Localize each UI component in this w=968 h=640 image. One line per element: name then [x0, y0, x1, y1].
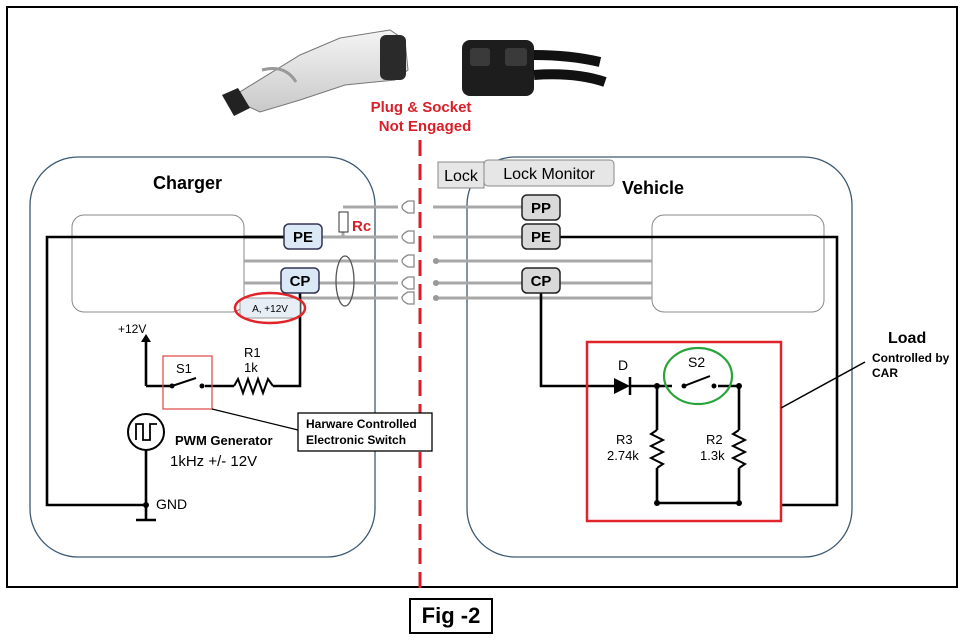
charger-title: Charger: [153, 173, 222, 193]
callout-line2: Electronic Switch: [306, 433, 406, 447]
charger-plug-image: [222, 29, 409, 116]
vehicle-pin-pe: [521, 223, 561, 250]
r1-name: R1: [244, 345, 261, 360]
rc-label: Rc: [352, 218, 371, 235]
r1-value: 1k: [244, 360, 258, 375]
r1-resistor-icon: [233, 376, 274, 396]
load-subtitle-line2: CAR: [872, 366, 898, 380]
s2-switch-icon: [683, 375, 711, 387]
svg-text:PE: PE: [531, 229, 551, 246]
s2-highlight-circle: [662, 346, 734, 406]
supply-arrow-icon: [141, 334, 151, 342]
charger-pin-cp: [280, 267, 320, 294]
supply-label: +12V: [118, 322, 146, 336]
r3-value: 2.74k: [607, 448, 639, 463]
svg-text:PP: PP: [531, 200, 551, 217]
r3-resistor-icon: [648, 429, 666, 469]
callout-line1: Harware Controlled: [306, 417, 417, 431]
boundary-label-line1: Plug & Socket: [371, 99, 472, 116]
svg-text:PE: PE: [293, 229, 313, 246]
s1-box: [162, 355, 213, 410]
svg-text:CP: CP: [531, 273, 552, 290]
r2-name: R2: [706, 432, 723, 447]
diode-icon: [614, 378, 630, 394]
vehicle-pin-contacts: [433, 258, 439, 301]
lock-monitor-label: Lock Monitor: [503, 166, 595, 183]
s1-label: S1: [176, 361, 192, 376]
r3-name: R3: [616, 432, 633, 447]
vehicle-socket-image: [462, 40, 607, 96]
pwm-spec: 1kHz +/- 12V: [170, 453, 257, 470]
circuit-wires: [45, 235, 839, 522]
pwm-name: PWM Generator: [175, 433, 273, 448]
state-highlight-circle: [233, 291, 307, 325]
pwm-generator-icon: [127, 413, 165, 451]
figure-caption: Fig -2: [409, 598, 493, 634]
s2-label: S2: [688, 354, 705, 370]
load-title: Load: [888, 330, 926, 347]
lock-tab[interactable]: [437, 161, 485, 189]
load-box: [585, 340, 783, 523]
charger-pin-pe: [283, 223, 323, 250]
rc-resistor: [338, 211, 349, 233]
load-subtitle-line1: Controlled by: [872, 351, 950, 365]
diode-label: D: [618, 357, 628, 373]
charger-inner-block: [71, 214, 245, 313]
r2-value: 1.3k: [700, 448, 725, 463]
state-badge: [239, 297, 301, 319]
lock-tab-label: Lock: [444, 168, 479, 185]
switch-callout-box: [297, 412, 433, 452]
vehicle-pin-cp: [521, 267, 561, 294]
vehicle-panel: [466, 156, 853, 558]
cable-bundle-ellipse: [335, 255, 355, 307]
vehicle-pin-pp: [521, 194, 561, 221]
lock-monitor-tab[interactable]: [483, 159, 615, 187]
junction-dots: [143, 383, 742, 508]
diagram-frame: [6, 6, 958, 588]
r2-resistor-icon: [730, 429, 748, 469]
vehicle-inner-block: [651, 214, 825, 313]
boundary-label-line2: Not Engaged: [379, 118, 472, 135]
charger-panel: [29, 156, 376, 558]
s1-switch-icon: [171, 377, 197, 387]
gnd-label: GND: [156, 496, 187, 512]
plug-pin-sockets: [401, 200, 415, 305]
svg-text:CP: CP: [290, 273, 311, 290]
vehicle-title: Vehicle: [622, 178, 684, 198]
state-label: A, +12V: [252, 304, 288, 315]
